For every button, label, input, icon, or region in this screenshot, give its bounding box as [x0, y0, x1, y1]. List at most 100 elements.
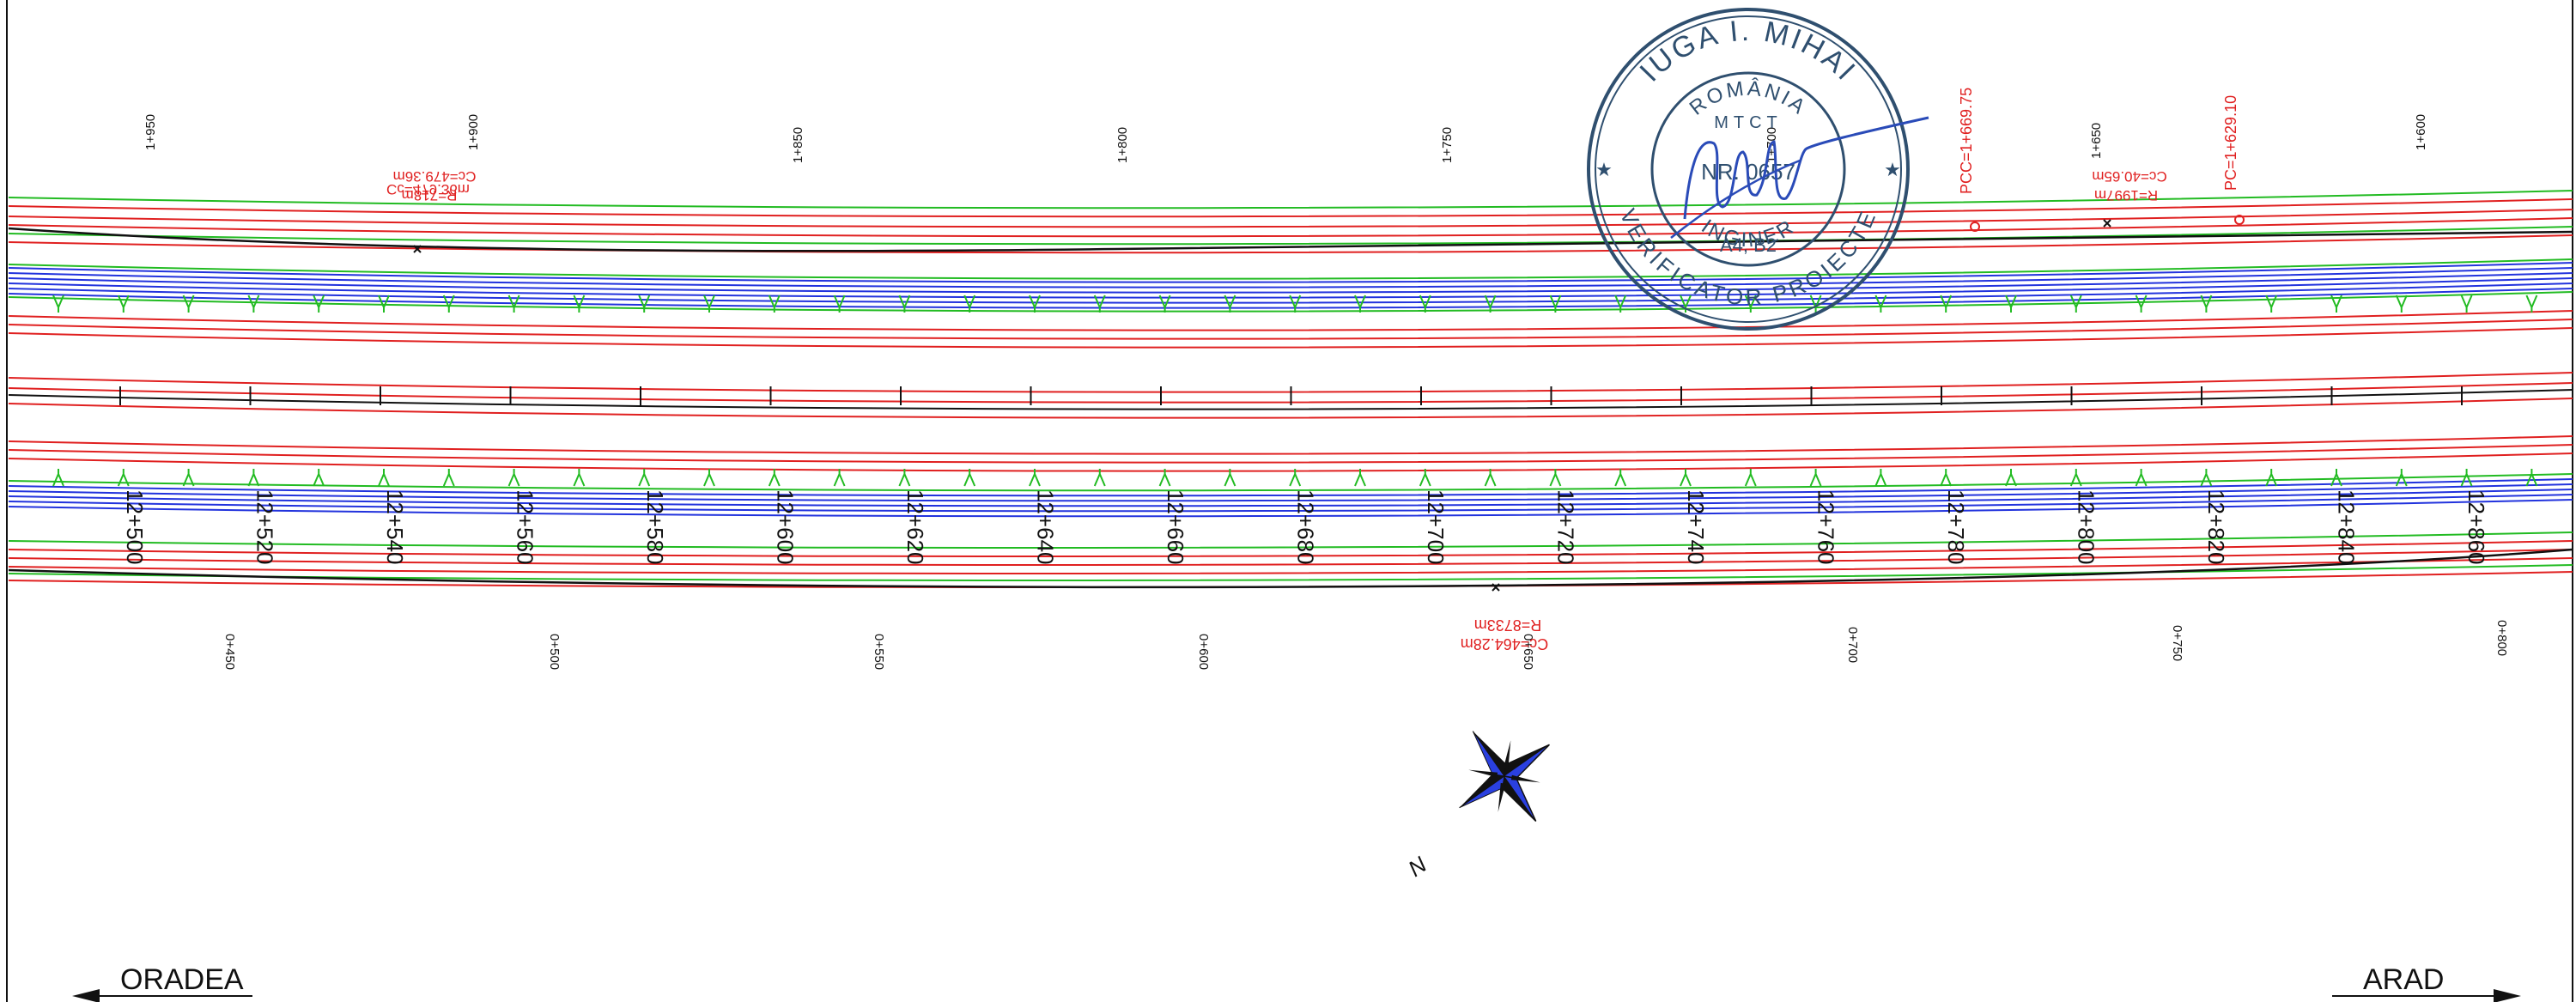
upper-road-lines: [8, 190, 2573, 254]
pcc-label: PCC=1+669.75: [1958, 88, 1975, 194]
slope-mark: [1419, 295, 1431, 313]
slope-mark: [898, 469, 911, 487]
main-chainage-label: 12+520: [252, 489, 278, 564]
upper-chainage-label: 1+800: [1115, 127, 1130, 163]
lower-blue-band: [8, 478, 2573, 518]
main-chainage-label: 12+780: [1943, 489, 1969, 564]
slope-mark: [2525, 469, 2538, 487]
main-chainage-label: 12+500: [122, 489, 148, 564]
slope-mark: [2395, 469, 2408, 487]
upper-chainage-label: 1+750: [1440, 127, 1455, 163]
lower-curve-radius-label: R=8733m: [1474, 616, 1542, 634]
slope-mark: [898, 295, 911, 313]
lower-chainage-label: 0+500: [547, 634, 562, 670]
slope-mark: [2069, 469, 2082, 487]
lower-chainage-label: 0+600: [1196, 634, 1211, 670]
slope-mark: [833, 469, 846, 487]
curve-point-markers: [413, 219, 2111, 592]
slope-mark: [117, 469, 130, 487]
slope-mark: [1874, 295, 1887, 313]
slope-mark: [1093, 295, 1106, 313]
lower-chainage-label: 0+650: [1521, 634, 1535, 670]
slope-mark: [247, 469, 260, 487]
curve-length-label: Cc=479.36m: [393, 168, 477, 185]
direction-left-label: ORADEA: [120, 963, 244, 996]
slope-mark: [1809, 469, 1822, 487]
slope-mark: [182, 295, 195, 313]
main-chainage-label: 12+660: [1163, 489, 1188, 564]
slope-mark: [378, 469, 390, 487]
stamp-category: A4, B2: [1720, 234, 1777, 256]
slope-mark: [638, 469, 651, 487]
slope-mark: [1614, 295, 1627, 313]
lower-chainage-label: 0+550: [872, 634, 886, 670]
slope-mark: [2200, 469, 2213, 487]
slope-mark: [1029, 469, 1041, 487]
slope-mark: [378, 295, 390, 313]
upper-chainage-label: 1+950: [143, 114, 158, 150]
slope-mark: [1029, 295, 1041, 313]
slope-mark: [2005, 469, 2017, 487]
slope-mark: [2200, 295, 2213, 313]
slope-mark: [2135, 469, 2148, 487]
main-chainage-label: 12+860: [2464, 489, 2489, 564]
slope-mark: [1809, 295, 1822, 313]
slope-mark: [1940, 469, 1953, 487]
slope-mark: [2135, 295, 2148, 313]
slope-mark: [1940, 295, 1953, 313]
slope-mark: [442, 469, 455, 487]
slope-mark: [1289, 469, 1302, 487]
slope-mark: [1744, 469, 1757, 487]
slope-mark: [1549, 469, 1562, 487]
lower-curve-length-label: Cc=464.28m: [1461, 635, 1549, 653]
slope-mark: [313, 295, 325, 313]
slope-mark: [638, 295, 651, 313]
slope-mark: [1549, 295, 1562, 313]
slope-mark: [1224, 295, 1236, 313]
upper-chainage-label: 1+650: [2089, 123, 2104, 159]
main-chainage-label: 12+640: [1033, 489, 1059, 564]
slope-mark: [573, 469, 586, 487]
slope-mark: [1484, 469, 1497, 487]
slope-mark: [2005, 295, 2017, 313]
direction-left: ORADEA: [72, 963, 252, 1002]
slope-mark: [2069, 295, 2082, 313]
arrow-left-icon: [72, 989, 100, 1002]
slope-mark: [833, 295, 846, 313]
slope-mark: [1614, 469, 1627, 487]
slope-mark: [52, 469, 64, 487]
star-icon: ★: [1884, 159, 1901, 180]
main-chainage-label: 12+840: [2334, 489, 2360, 564]
slope-mark: [1354, 295, 1366, 313]
slope-mark: [182, 469, 195, 487]
lower-chainage-labels: 0+450 0+500 0+550 0+600 0+650 0+700 0+75…: [222, 620, 2509, 670]
slope-mark: [2330, 295, 2342, 313]
slope-mark: [1224, 469, 1236, 487]
upper-chainage-label: 1+600: [2414, 114, 2428, 150]
slope-mark: [507, 469, 520, 487]
direction-right: ARAD: [2332, 963, 2521, 1002]
slope-mark: [1158, 295, 1171, 313]
main-chainage-label: 12+540: [382, 489, 408, 564]
slope-mark: [703, 295, 715, 313]
slope-mark: [52, 295, 64, 313]
main-chainage-label: 12+720: [1553, 489, 1579, 564]
slope-mark: [2525, 295, 2538, 313]
lower-chainage-label: 0+800: [2494, 620, 2509, 656]
slope-mark: [963, 295, 976, 313]
main-chainage-label: 12+560: [513, 489, 538, 564]
lower-road-lines: [8, 531, 2573, 589]
slope-mark: [117, 295, 130, 313]
main-chainage-label: 12+700: [1423, 489, 1449, 564]
curve-length-label: Cc=40.65m: [2092, 168, 2166, 185]
middle-red-lines: [8, 310, 2573, 472]
lower-chainage-label: 0+700: [1845, 627, 1860, 663]
lower-chainage-label: 0+750: [2170, 625, 2184, 661]
lower-chainage-label: 0+450: [222, 634, 237, 670]
slope-mark: [2265, 469, 2278, 487]
slope-mark: [1093, 469, 1106, 487]
slope-mark: [1354, 469, 1366, 487]
signature-stroke: [1670, 159, 1801, 239]
slope-mark: [1680, 469, 1692, 487]
